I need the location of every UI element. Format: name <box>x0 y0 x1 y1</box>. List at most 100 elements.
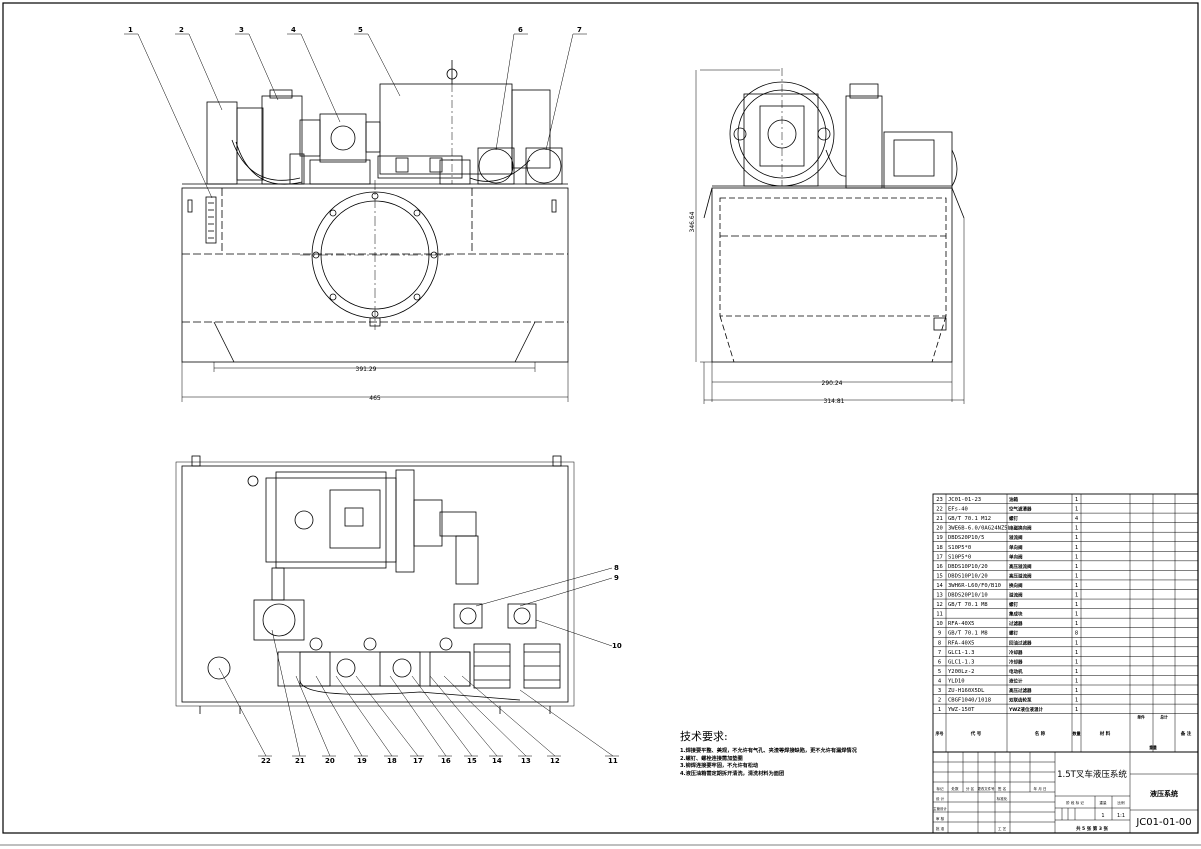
bom-row-code: GB/T 70.1 M8 <box>948 602 988 608</box>
bom-row-no: 15 <box>936 573 943 579</box>
bom-row-code: EFs-40 <box>948 507 968 513</box>
bom-row-name: YWZ液位液温计 <box>1008 706 1043 713</box>
balloon-15: 15 <box>467 757 477 765</box>
balloon-6: 6 <box>518 26 523 34</box>
bom-row-qty: 1 <box>1075 602 1078 608</box>
bom-row-no: 14 <box>936 583 943 589</box>
bom-row-name: 过滤器 <box>1009 620 1023 627</box>
bom-row-qty: 1 <box>1075 612 1078 618</box>
bom-row-qty: 1 <box>1075 678 1078 684</box>
bom-row-name: 单向阀 <box>1009 544 1023 551</box>
bom-header-unit-weight: 单件 <box>1137 715 1145 720</box>
label-signature: 签 名 <box>998 786 1007 791</box>
bom-row-name: 冷却器 <box>1009 658 1023 665</box>
side-view <box>703 68 965 363</box>
bom-header-weight: 重量 <box>1149 745 1157 750</box>
bom-row-code: 3WH6R-L60/F0/B10 <box>948 583 1001 589</box>
bom-header-name: 名 称 <box>1035 730 1046 737</box>
bom-row-name: 高压过滤器 <box>1009 687 1032 694</box>
label-stage-mark: 阶 段 标 记 <box>1066 800 1084 805</box>
bom-row-qty: 1 <box>1075 707 1078 713</box>
balloon-12: 12 <box>550 757 560 765</box>
bom-row-no: 1 <box>938 707 941 713</box>
label-standardize: 标准化 <box>997 796 1008 801</box>
balloon-18: 18 <box>387 757 397 765</box>
bom-row-code: GLC1-1.3 <box>948 650 975 656</box>
balloon-10: 10 <box>612 642 622 650</box>
side-dimensions <box>695 69 965 404</box>
balloon-9: 9 <box>614 574 619 582</box>
label-change-doc: 更改文件号 <box>978 786 996 791</box>
bom-row-code: GLC1-1.3 <box>948 659 975 665</box>
bom-header-code: 代 号 <box>970 730 982 737</box>
bom-row-qty: 1 <box>1075 640 1078 646</box>
drawing-name: 液压系统 <box>1150 789 1178 798</box>
balloon-3: 3 <box>239 26 244 34</box>
balloon-19: 19 <box>357 757 367 765</box>
bom-header-total-weight: 总计 <box>1160 715 1168 720</box>
balloon-22: 22 <box>261 757 271 765</box>
balloon-4: 4 <box>291 26 296 34</box>
title-block <box>932 751 1199 834</box>
bom-row-qty: 1 <box>1075 554 1078 560</box>
dim-side-total: 314.81 <box>824 398 845 405</box>
label-design: 设 计 <box>936 796 945 801</box>
bom-row-no: 17 <box>936 554 943 560</box>
bom-row-code: S10P5*0 <box>948 554 971 560</box>
balloon-2: 2 <box>179 26 184 34</box>
drawing-number: JC01-01-00 <box>1135 817 1191 828</box>
bom-row-code: Y200Lz-2 <box>948 669 975 675</box>
bom-row-qty: 1 <box>1075 564 1078 570</box>
project-title: 1.5T叉车液压系统 <box>1057 769 1127 780</box>
label-approve: 批 准 <box>936 826 945 831</box>
tech-req-line: 1.焊接要平整、美观，不允许有气孔、夹渣等焊接缺陷，更不允许有漏焊情况 <box>680 748 857 754</box>
sheet-info: 共 5 张 第 3 张 <box>1076 825 1109 832</box>
bom-row-qty: 1 <box>1075 688 1078 694</box>
bom-row-qty: 1 <box>1075 545 1078 551</box>
bom-row-qty: 1 <box>1075 659 1078 665</box>
bom-row-no: 3 <box>938 688 941 694</box>
bom-row-qty: 1 <box>1075 669 1078 675</box>
plan-leaders <box>218 567 619 757</box>
balloon-20: 20 <box>325 757 335 765</box>
plan-view <box>175 455 575 714</box>
technical-requirements: 技术要求: 1.焊接要平整、美观，不允许有气孔、夹渣等焊接缺陷，更不允许有漏焊情… <box>680 728 920 778</box>
bom-row-name: 空气滤清器 <box>1009 506 1032 513</box>
balloon-7: 7 <box>577 26 582 34</box>
bom-row-no: 4 <box>938 678 942 684</box>
bom-row-name: 液位计 <box>1009 677 1023 684</box>
bom-row-name: 高压溢流阀 <box>1009 572 1032 579</box>
bom-row-qty: 1 <box>1075 621 1078 627</box>
tech-req-line: 4.液压油箱需定期拆开清洗，清洗材料为面团 <box>680 770 785 777</box>
bom-row-name: 单向阀 <box>1009 553 1023 560</box>
balloon-16: 16 <box>441 757 451 765</box>
sheet-border <box>2 2 1199 834</box>
bom-row-no: 6 <box>938 659 941 665</box>
balloon-11: 11 <box>608 757 618 765</box>
bom-header-qty: 数量 <box>1072 730 1081 736</box>
bom-row-code: GB/T 70.1 M12 <box>948 516 991 522</box>
dim-front-inner: 391.29 <box>356 366 377 373</box>
bom-row-qty: 1 <box>1075 497 1078 503</box>
bom-header-remark: 备 注 <box>1180 730 1192 737</box>
bom-row-code: ZU-H160X5DL <box>948 688 985 694</box>
balloon-17: 17 <box>413 757 423 765</box>
bom-row-no: 23 <box>936 497 943 503</box>
dim-front-total: 465 <box>369 395 381 402</box>
bom-row-no: 13 <box>936 593 943 599</box>
balloon-8: 8 <box>614 564 619 572</box>
bom-row-qty: 8 <box>1075 631 1078 637</box>
bom-row-name: 溢流阀 <box>1009 534 1023 541</box>
front-view <box>181 60 569 363</box>
bom-row-name: 螺钉 <box>1009 515 1018 522</box>
balloon-5: 5 <box>358 26 363 34</box>
bom-row-code: CBGF1040/1018 <box>948 698 991 704</box>
bom-row-name: 冷却器 <box>1009 649 1023 656</box>
bom-row-no: 18 <box>936 545 943 551</box>
bom-row-qty: 1 <box>1075 698 1078 704</box>
bom-row-code: DBDS10P10/20 <box>948 564 988 570</box>
bom-row-no: 2 <box>938 698 941 704</box>
bom-row-name: 双联齿轮泵 <box>1009 697 1032 704</box>
qty-value: 1 <box>1101 813 1104 819</box>
